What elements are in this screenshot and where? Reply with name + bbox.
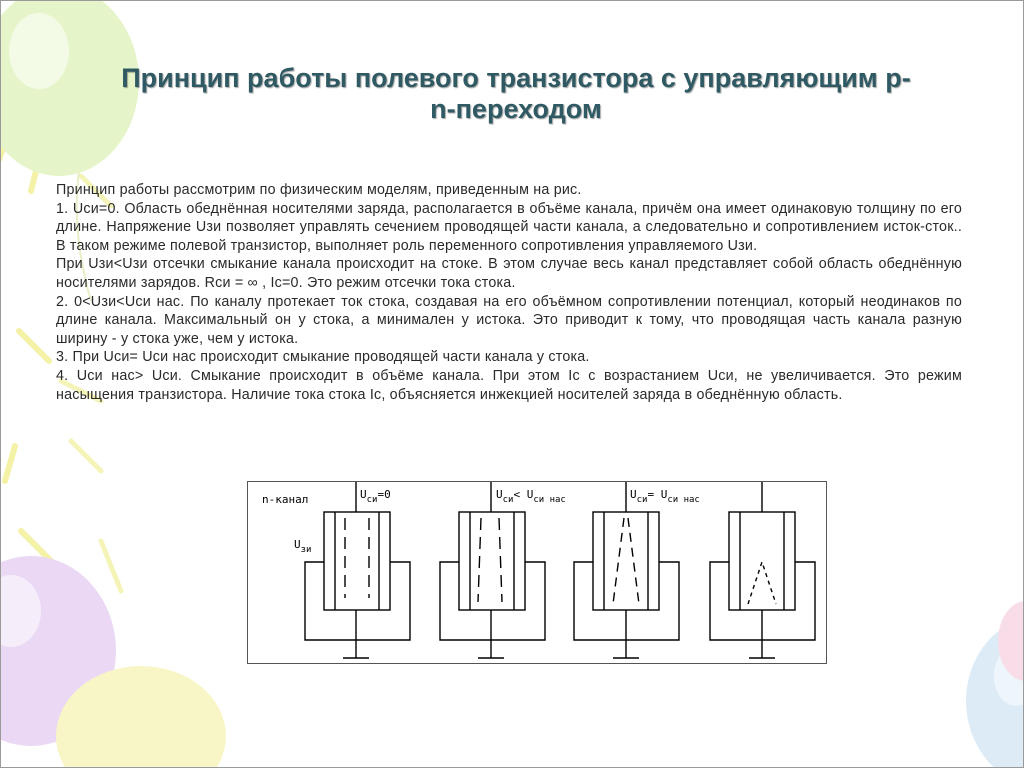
pink-blob <box>998 601 1023 681</box>
paragraph-case-2: 2. 0<Uзи<Uси нас. По каналу протекает то… <box>56 293 962 347</box>
transistor-diagram: n-канал Uзи Uси=0 Uси< Uси нас Uси= Uси … <box>247 481 827 664</box>
case-label-2: Uси< Uси нас <box>496 488 566 505</box>
body-text: Принцип работы рассмотрим по физическим … <box>56 181 962 404</box>
panel-2 <box>439 482 546 659</box>
panel-1 <box>304 482 411 659</box>
yellow-balloon <box>56 666 226 767</box>
gate-voltage-label: Uзи <box>294 538 311 555</box>
paragraph-case-3: 3. При Uси= Uси нас происходит смыкание … <box>56 349 590 366</box>
paragraph-cutoff: При Uзи<Uзи отсечки смыкание канала прои… <box>56 256 962 291</box>
paragraph-case-1: 1. Uси=0. Область обеднённая носителями … <box>56 200 962 254</box>
green-balloon <box>1 1 139 302</box>
case-label-1: Uси=0 <box>360 488 391 505</box>
paragraph-intro: Принцип работы рассмотрим по физическим … <box>56 182 582 198</box>
slide-title: Принцип работы полевого транзистора с уп… <box>121 63 911 124</box>
paragraph-case-4: 4. Uси нас> Uси. Смыкание происходит в о… <box>56 367 962 403</box>
case-label-3: Uси= Uси нас <box>630 488 700 505</box>
panel-4 <box>709 482 816 659</box>
channel-label: n-канал <box>262 493 308 506</box>
transistor-diagram-drawing: n-канал Uзи Uси=0 Uси< Uси нас Uси= Uси … <box>262 482 816 659</box>
panel-3 <box>573 482 680 659</box>
